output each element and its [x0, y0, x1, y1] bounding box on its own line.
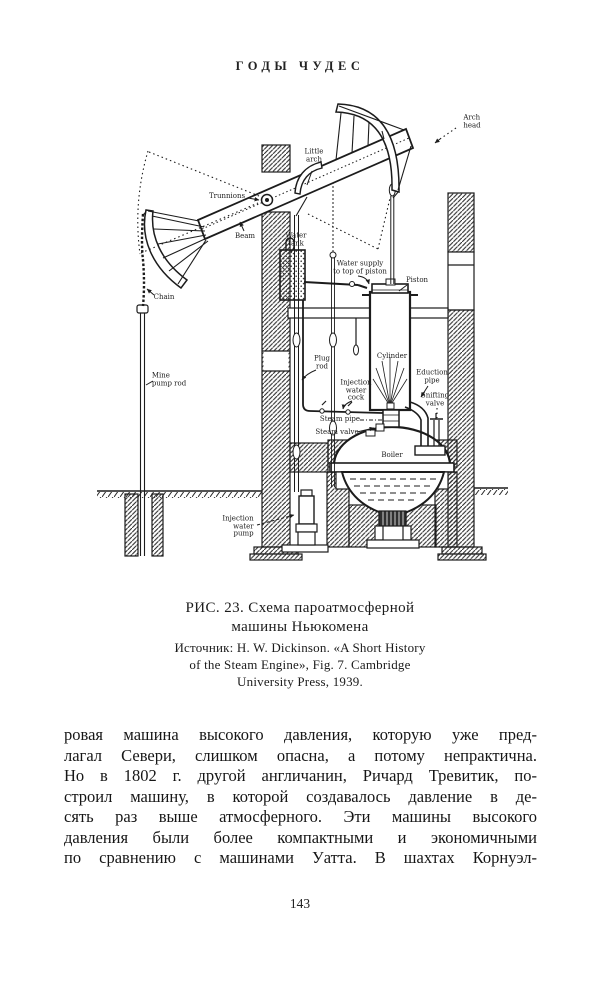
- ground-level: [97, 487, 508, 498]
- figure-source: Источник: H. W. Dickinson. «A Short Hist…: [0, 639, 600, 690]
- beam-group: [143, 103, 415, 290]
- diagram-label-piston: Piston: [405, 276, 429, 285]
- furnace-grate: [281, 510, 420, 553]
- figure-caption-line1: РИС. 23. Схема пароатмосферной: [185, 600, 415, 616]
- page-number: 143: [289, 896, 311, 911]
- diagram-label-mine-pump-rod: Mine pump rod: [151, 371, 187, 387]
- body-paragraph: ровая машина высокого давления, которую …: [64, 725, 537, 869]
- label-leaders: [145, 138, 441, 526]
- engine-house-floor: [287, 307, 371, 319]
- diagram-label-steam-pipe: Steam pipe: [319, 415, 361, 424]
- figure-caption: РИС. 23. Схема пароатмосферной машины Нь…: [0, 599, 600, 636]
- body-line: лагал Севери, слишком опасна, а потому н…: [64, 745, 537, 765]
- diagram-label-snifting-valve: Snifting valve: [420, 391, 450, 407]
- running-head: ГОДЫ ЧУДЕС: [235, 59, 365, 73]
- body-line: сять раз выше атмосферного. Эти машины в…: [64, 807, 537, 826]
- figure-caption-line2: машины Ньюкомена: [231, 618, 369, 635]
- furnace-masonry: [289, 439, 458, 548]
- body-line: по сравнению с машинами Уатта. В шахтах …: [64, 848, 537, 867]
- injection-spray: [372, 357, 408, 407]
- injection-pump: [295, 489, 318, 546]
- body-line: ровая машина высокого давления, которую …: [64, 725, 537, 744]
- diagram-label-steam-valve: Steam valve: [315, 428, 359, 437]
- diagram-label-beam: Beam: [234, 232, 256, 241]
- diagram-label-plug-rod: Plug rod: [314, 354, 330, 370]
- mine-shaft: [124, 493, 164, 557]
- diagram-label-chain: Chain: [153, 293, 175, 302]
- figure-source-line: Источник: H. W. Dickinson. «A Short Hist…: [174, 640, 426, 655]
- water-tank-group: [279, 237, 384, 415]
- body-line: давления были более компактными и эконом…: [64, 827, 537, 847]
- central-wall: [249, 144, 303, 561]
- diagram-label-trunnions: Trunnions: [208, 192, 246, 201]
- diagram-label-injection-water-cock: Injection water cock: [340, 378, 372, 402]
- body-line: Но в 1802 г. другой англичанин, Ричард Т…: [64, 766, 537, 785]
- figure-source-line: University Press, 1939.: [237, 674, 363, 689]
- diagram-label-eduction-pipe: Eduction pipe: [416, 368, 448, 384]
- diagram-label-boiler: Boiler: [381, 451, 403, 460]
- diagram-label-cylinder: Cylinder: [376, 352, 408, 361]
- figure-source-line: of the Steam Engine», Fig. 7. Cambridge: [189, 657, 411, 672]
- diagram-label-water-tank: Water tank: [285, 231, 307, 247]
- right-wall: [437, 192, 487, 561]
- eduction-group: [404, 401, 446, 456]
- diagram-label-little-arch: Little arch: [304, 147, 324, 163]
- diagram-label-arch-head: Arch head: [463, 113, 481, 129]
- steam-pipe-group: [375, 409, 400, 432]
- diagram-label-water-supply: Water supply to top of piston: [333, 259, 387, 275]
- swing-path-dotted: [137, 127, 457, 418]
- body-line: строил машину, в которой создавалось дав…: [64, 786, 537, 806]
- diagram-label-injection-water-pump: Injection water pump: [222, 514, 254, 538]
